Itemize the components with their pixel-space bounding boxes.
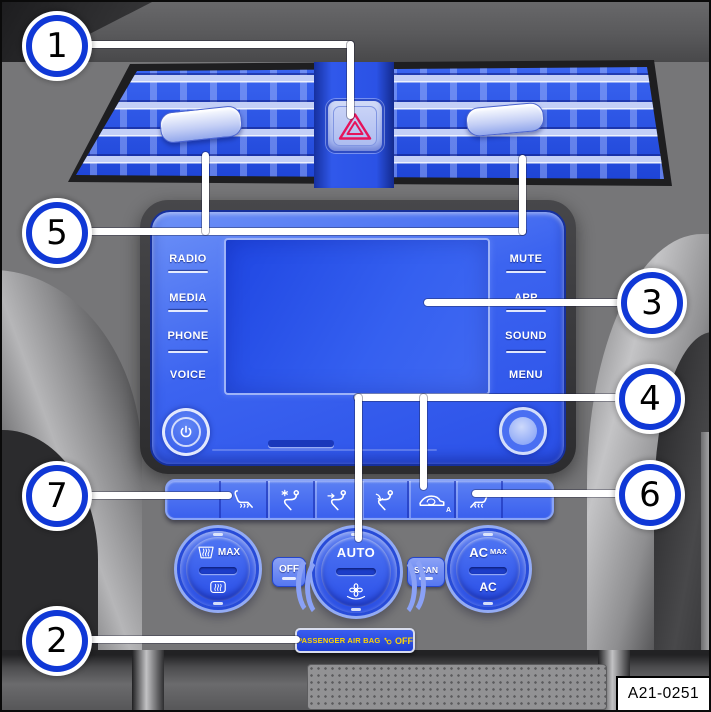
figure-code-label: A21-0251 bbox=[616, 676, 709, 710]
defrost-max-knob[interactable]: MAX bbox=[180, 531, 256, 607]
ac-bottom-label: AC bbox=[479, 580, 497, 594]
recirculation-auto-label: A bbox=[445, 507, 451, 514]
airflow-chest-icon bbox=[326, 490, 346, 511]
airflow-chest-button[interactable] bbox=[313, 481, 360, 518]
knob-slot bbox=[469, 566, 507, 574]
passenger-airbag-indicator: PASSENGER AIR BAG OFF bbox=[295, 628, 415, 653]
display-left-keys: RADIO MEDIA PHONE VOICE bbox=[152, 240, 224, 394]
ac-max-label: AC bbox=[469, 545, 489, 560]
callout-4-badge: 4 bbox=[619, 368, 681, 430]
knob-arc-decor bbox=[381, 555, 417, 619]
volume-knob[interactable] bbox=[499, 407, 547, 455]
callout-1-badge: 1 bbox=[26, 15, 88, 77]
display-right-keys: MUTE APP SOUND MENU bbox=[490, 240, 562, 394]
callout-line-3 bbox=[424, 299, 624, 306]
tray-left-pillar bbox=[132, 650, 164, 710]
power-button[interactable] bbox=[162, 408, 210, 456]
seat-heating-left-button[interactable] bbox=[221, 481, 266, 518]
callout-2-badge: 2 bbox=[26, 610, 88, 672]
key-separator bbox=[506, 351, 546, 353]
knob-arc-decor bbox=[390, 553, 426, 617]
key-phone[interactable]: PHONE bbox=[167, 330, 209, 343]
key-separator bbox=[506, 310, 546, 312]
cd-slot-groove bbox=[212, 449, 437, 451]
key-menu[interactable]: MENU bbox=[509, 368, 543, 381]
callout-line-1 bbox=[347, 41, 354, 119]
callout-6-badge: 6 bbox=[619, 464, 681, 526]
storage-tray bbox=[307, 664, 607, 710]
airflow-footwell-icon bbox=[375, 490, 393, 511]
recirculation-icon bbox=[418, 495, 445, 506]
key-separator bbox=[168, 271, 208, 273]
callout-line-6 bbox=[472, 490, 622, 497]
knob-arc-decor bbox=[305, 555, 341, 619]
airflow-footwell-button[interactable] bbox=[360, 481, 407, 518]
callout-line-7 bbox=[82, 492, 232, 499]
key-separator bbox=[506, 271, 546, 273]
knob-slot bbox=[199, 566, 237, 574]
off-label: OFF bbox=[279, 564, 299, 575]
knob-slot bbox=[335, 568, 377, 575]
windscreen-defrost-icon bbox=[198, 546, 214, 559]
key-radio[interactable]: RADIO bbox=[169, 253, 207, 266]
callout-line-5 bbox=[202, 152, 209, 235]
right-edge-highlight bbox=[701, 432, 709, 710]
key-sound[interactable]: SOUND bbox=[505, 330, 547, 343]
seat-heating-right-button[interactable] bbox=[454, 481, 501, 518]
key-media[interactable]: MEDIA bbox=[169, 291, 207, 304]
knob-arc-decor bbox=[296, 553, 332, 617]
airbag-off-icon bbox=[384, 637, 392, 644]
key-mute[interactable]: MUTE bbox=[509, 253, 543, 266]
airbag-status: OFF bbox=[395, 635, 413, 646]
climate-keys: A bbox=[219, 481, 503, 518]
key-voice[interactable]: VOICE bbox=[169, 368, 207, 381]
callout-line-1 bbox=[80, 41, 354, 48]
recirculation-button[interactable]: A bbox=[407, 481, 454, 518]
key-separator bbox=[168, 310, 208, 312]
cd-slot[interactable] bbox=[268, 440, 334, 447]
seat-heat-left-icon bbox=[233, 490, 253, 508]
callout-line-4 bbox=[355, 394, 362, 542]
defrost-max-label: MAX bbox=[217, 547, 241, 558]
airflow-windscreen-button[interactable] bbox=[266, 481, 313, 518]
callout-5-badge: 5 bbox=[26, 202, 88, 264]
fan-icon bbox=[346, 583, 366, 600]
airbag-label: PASSENGER AIR BAG bbox=[297, 636, 381, 645]
callout-line-2 bbox=[82, 636, 300, 643]
hazard-warning-icon bbox=[333, 106, 377, 146]
key-separator bbox=[168, 351, 208, 353]
callout-line-4 bbox=[420, 394, 427, 490]
callout-line-5 bbox=[519, 155, 526, 235]
callout-line-4 bbox=[354, 394, 622, 401]
auto-label: AUTO bbox=[336, 545, 376, 560]
hazard-warning-button[interactable] bbox=[326, 99, 384, 153]
callout-3-badge: 3 bbox=[621, 272, 683, 334]
ac-max-sub-label: MAX bbox=[490, 547, 507, 556]
ac-knob[interactable]: AC MAX AC bbox=[450, 531, 526, 607]
scan-label: SCAN bbox=[413, 564, 439, 575]
airflow-windscreen-icon bbox=[281, 489, 299, 511]
rear-defrost-icon bbox=[210, 581, 226, 593]
volume-knob-cap bbox=[509, 417, 537, 445]
power-icon bbox=[171, 417, 201, 447]
callout-line-5 bbox=[82, 228, 526, 235]
infotainment-display[interactable] bbox=[224, 238, 490, 395]
callout-7-badge: 7 bbox=[26, 465, 88, 527]
